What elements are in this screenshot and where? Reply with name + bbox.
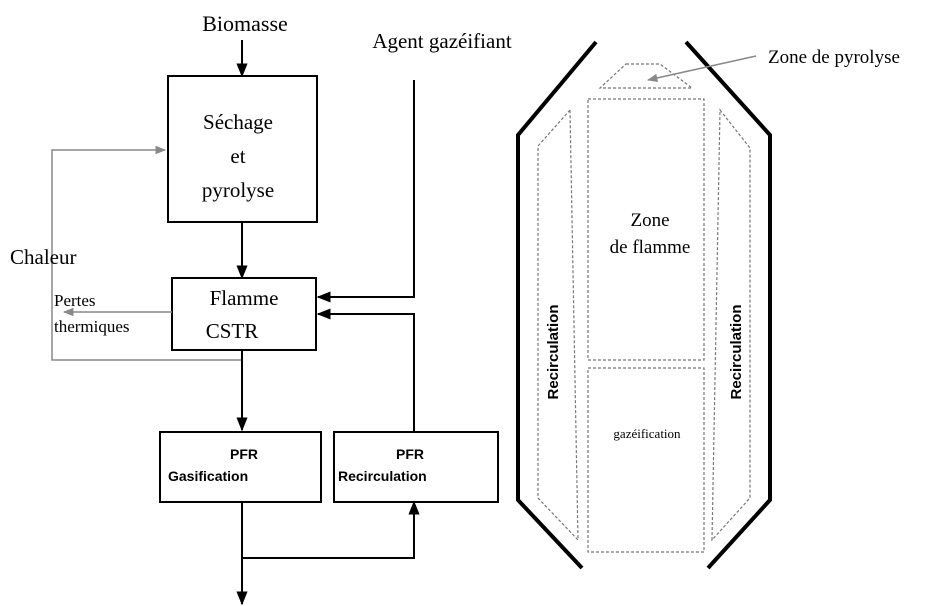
drying-box-line3: pyrolyse	[202, 178, 274, 202]
thermal-losses-line2: thermiques	[54, 317, 130, 336]
reactor-schematic: Zone de flamme gazéification Recirculati…	[516, 40, 900, 570]
reactor-wall-right	[684, 40, 772, 570]
pyrolysis-zone-pointer	[646, 55, 757, 83]
flowchart: Biomasse Agent gazéifiant Séchage et pyr…	[10, 11, 512, 606]
drying-box-line2: et	[230, 144, 245, 168]
agent-arrow	[316, 80, 415, 303]
gasification-zone-label: gazéification	[613, 426, 681, 441]
gasifying-agent-label: Agent gazéifiant	[372, 29, 512, 53]
drying-box-line1: Séchage	[203, 110, 273, 134]
flame-zone-line1: Zone	[630, 210, 669, 231]
recirculation-return-arrow	[316, 308, 415, 432]
flame-box-line1: Flamme	[210, 286, 279, 310]
flame-zone	[587, 98, 705, 361]
pfr-recirc-line1: PFR	[396, 446, 424, 462]
pfr-gasification-box	[159, 431, 322, 503]
recirculation-label-right: Recirculation	[728, 304, 745, 399]
recirculation-label-left: Recirculation	[545, 304, 562, 399]
recirculation-zone-right	[711, 108, 751, 542]
thermal-losses-line1: Pertes	[54, 291, 96, 310]
heat-return-line	[51, 145, 242, 361]
flame-cstr-box	[171, 277, 317, 351]
biomass-input-label: Biomasse	[202, 11, 288, 36]
pfr-recirculation-box	[333, 431, 499, 503]
pfr-gas-line2: Gasification	[168, 468, 248, 484]
recirculation-zone-left	[537, 108, 579, 542]
flame-box-line2: CSTR	[206, 319, 259, 343]
flame-zone-line2: de flamme	[610, 237, 691, 258]
pyrolysis-zone-label: Zone de pyrolyse	[768, 47, 900, 68]
pfr-recirc-line2: Recirculation	[338, 468, 427, 484]
pfr-gas-line1: PFR	[230, 446, 258, 462]
gasification-zone	[587, 367, 705, 553]
heat-label: Chaleur	[10, 245, 76, 269]
reactor-wall-left	[516, 40, 598, 570]
pyrolysis-zone	[598, 63, 694, 89]
split-to-recirculation-arrow	[242, 500, 420, 559]
